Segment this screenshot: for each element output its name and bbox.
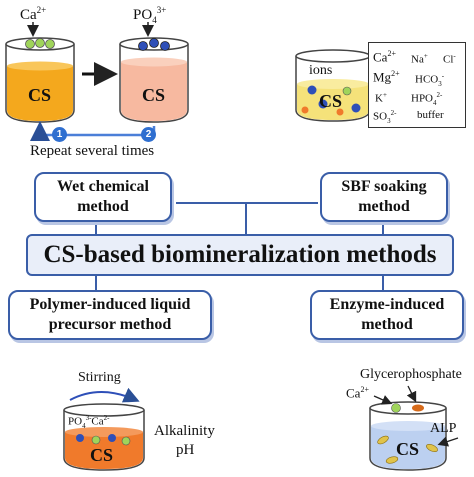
sbf-beaker-label: CS — [319, 91, 343, 111]
connector-lines — [95, 202, 384, 290]
pilp-ions-label: PO43-Ca2- — [68, 414, 110, 430]
method-enzyme-line2: method — [361, 316, 413, 333]
method-sbf-soaking: SBF soaking method — [320, 172, 448, 222]
ion-item: Ca2+ — [373, 49, 396, 65]
ion-item: HCO3- — [415, 72, 445, 88]
method-wet-line1: Wet chemical — [57, 178, 149, 195]
method-pilp-line1: Polymer-induced liquid — [29, 296, 191, 313]
method-enzyme-induced: Enzyme-induced method — [310, 290, 464, 340]
center-title: CS-based biomineralization methods — [26, 234, 454, 276]
ion-item: Mg2+ — [373, 69, 400, 85]
ion-item: buffer — [417, 109, 444, 121]
ion-item: Na+ — [411, 52, 428, 66]
alkalinity-label: Alkalinity — [154, 423, 215, 439]
ions-label: ions — [309, 63, 333, 78]
ion-po4-label: PO43+ — [133, 5, 167, 25]
ion-item: HPO42- — [411, 91, 443, 107]
method-wet-chemical: Wet chemical method — [34, 172, 172, 222]
ph-label: pH — [176, 442, 195, 458]
method-sbf-line2: method — [358, 198, 410, 215]
enzyme-beaker — [369, 385, 459, 471]
beaker-1 — [5, 22, 75, 123]
beaker-1-label: CS — [28, 85, 52, 105]
enzyme-ca-label: Ca2+ — [346, 385, 369, 401]
beaker-2-label: CS — [142, 85, 166, 105]
method-pilp-line2: precursor method — [48, 316, 172, 333]
sbf-beaker — [295, 49, 371, 122]
method-wet-line2: method — [77, 198, 129, 215]
step-2-badge: 2 — [141, 127, 156, 142]
ion-item: SO32- — [373, 109, 397, 125]
pilp-beaker-label: CS — [90, 445, 114, 465]
method-polymer-induced: Polymer-induced liquid precursor method — [8, 290, 212, 340]
ion-ca-label: Ca2+ — [20, 5, 47, 23]
step-1-badge: 1 — [52, 127, 67, 142]
alp-label: ALP — [430, 421, 457, 436]
method-sbf-line1: SBF soaking — [341, 178, 427, 195]
pilp-beaker — [63, 387, 145, 471]
repeat-caption: Repeat several times — [30, 143, 155, 159]
enzyme-beaker-label: CS — [396, 439, 420, 459]
ion-item: Cl- — [443, 52, 456, 66]
glycerophosphate-label: Glycerophosphate — [360, 367, 462, 382]
stirring-label: Stirring — [78, 370, 121, 385]
ion-item: K+ — [375, 91, 387, 105]
beaker-2 — [119, 22, 189, 123]
ions-panel: Ca2+ Na+ Cl- Mg2+ HCO3- K+ HPO42- SO32- … — [368, 42, 466, 128]
method-enzyme-line1: Enzyme-induced — [329, 296, 445, 313]
